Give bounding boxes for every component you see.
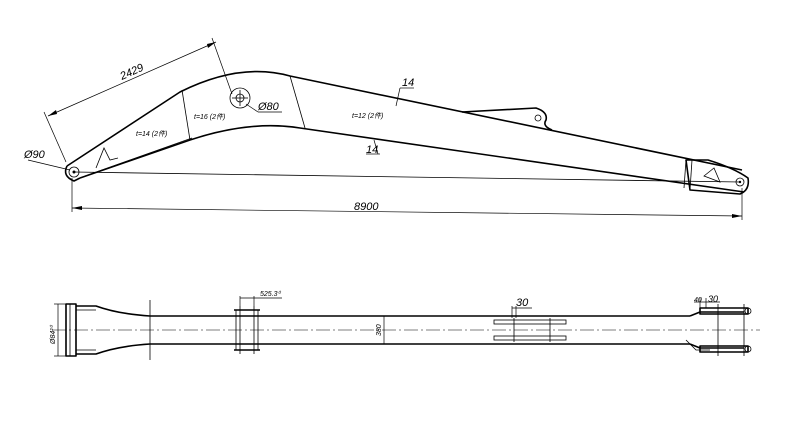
lug-pin xyxy=(534,114,542,122)
dim-2429-label: 2429 xyxy=(117,62,145,83)
dim-8900-line xyxy=(71,207,743,217)
side-view: 2429 Ø90 Ø80 t=14 (2件) t=16 (2件) t=12 (2… xyxy=(23,37,750,220)
dim-8900-arrow-1 xyxy=(72,206,82,210)
plate-division-1 xyxy=(181,89,191,141)
dim-40-label: 40 xyxy=(694,297,702,304)
dim-2429-ext-2 xyxy=(211,37,233,95)
tip-bracket-line-2 xyxy=(689,159,693,191)
plan-taper-top xyxy=(76,305,151,317)
tip-ear-bottom xyxy=(744,345,752,353)
tip-ear-top xyxy=(744,307,752,315)
thk-bottom-leader xyxy=(373,139,379,155)
plate-division-2 xyxy=(289,75,306,129)
dim-2429-line xyxy=(47,41,217,117)
dim-8900-arrow-2 xyxy=(732,214,742,218)
plan-taper-bottom xyxy=(76,343,151,355)
mid-hole xyxy=(229,87,251,109)
tip-wedge xyxy=(703,167,721,183)
dim-80-label: Ø80 xyxy=(257,101,280,113)
dim-90-label: Ø90 xyxy=(23,149,46,161)
pin-centerline xyxy=(73,171,741,183)
plate-label-3: t=12 (2件) xyxy=(352,112,383,120)
cylinder-lug xyxy=(461,107,553,131)
thk-top-leader xyxy=(395,87,401,107)
dim-8900-label: 8900 xyxy=(354,201,379,213)
dim-84-label: Ø84²⁰ xyxy=(49,324,57,345)
root-end-block xyxy=(65,303,77,357)
thk-bottom-label: 14 xyxy=(366,144,378,156)
boom-root-end xyxy=(64,165,81,182)
tip-bracket-plan xyxy=(685,339,710,351)
lug-plate-top xyxy=(493,319,567,325)
dim-80-leader xyxy=(245,103,259,113)
tip-bracket-line-1 xyxy=(683,159,687,189)
boom-outline-upper xyxy=(66,70,743,171)
dim-525-label: 525.3⁰ xyxy=(260,290,282,298)
tip-clevis-bottom xyxy=(699,345,749,353)
dim-2429-ext-1 xyxy=(43,111,67,163)
dim-380-label: 380 xyxy=(376,324,383,336)
dim-30b-label: 30 xyxy=(708,294,718,304)
boom-inner-line xyxy=(84,137,193,177)
dim-2429-arrow-1 xyxy=(48,110,57,116)
boom-outline-lower xyxy=(79,124,745,193)
dim-90-leader xyxy=(27,159,71,171)
plan-view: 380 Ø84²⁰ 525.3⁰ 30 40 30 xyxy=(49,290,760,360)
thk-top-label: 14 xyxy=(402,77,414,89)
root-bracket xyxy=(95,147,119,169)
dim-30a-label: 30 xyxy=(516,297,529,309)
plate-label-2: t=16 (2件) xyxy=(194,113,225,121)
lug-plate-bottom xyxy=(493,335,567,341)
plate-label-1: t=14 (2件) xyxy=(136,130,167,138)
dim-2429-arrow-2 xyxy=(207,42,216,48)
tip-clevis-top xyxy=(699,307,749,315)
